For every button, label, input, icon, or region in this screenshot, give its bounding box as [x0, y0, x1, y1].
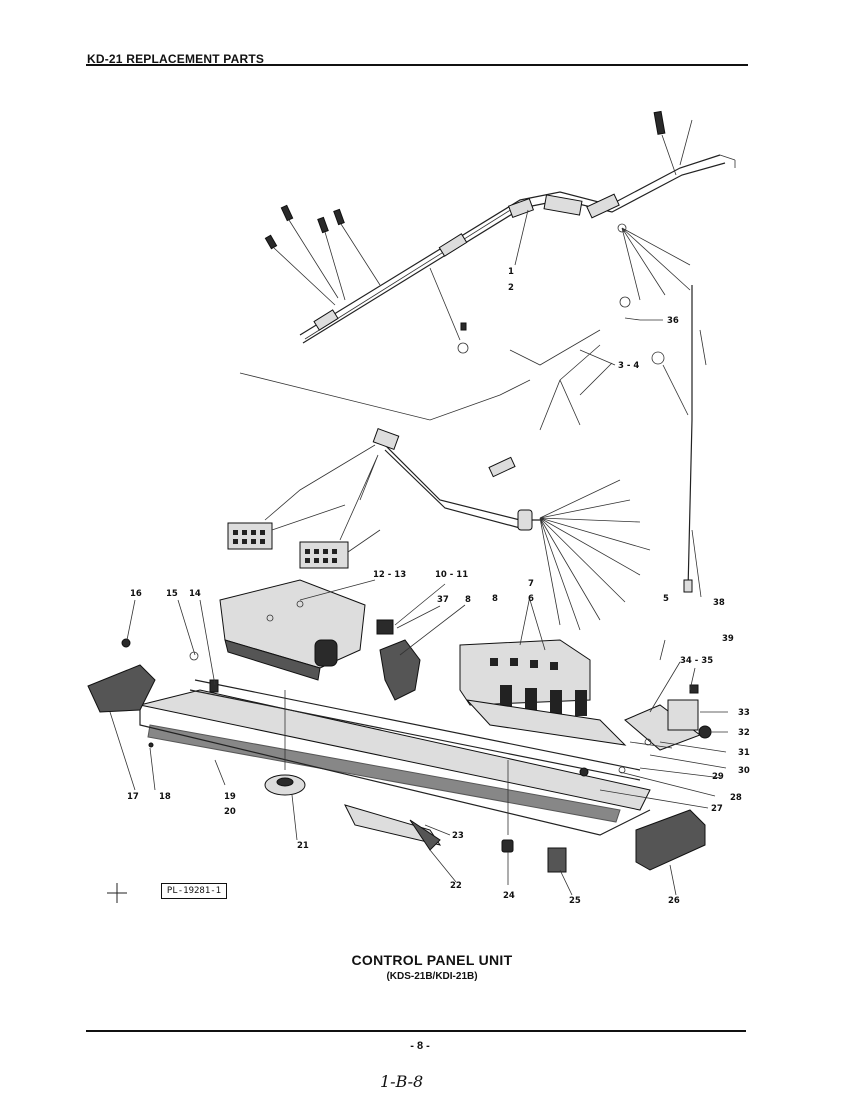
- wire-assembly-38: [662, 285, 707, 593]
- callout-23: 23: [452, 831, 464, 841]
- knob-21: [264, 690, 306, 796]
- switch-bank-6-7: [459, 639, 627, 746]
- callout-20: 20: [224, 807, 236, 817]
- callout-27: 27: [711, 804, 723, 814]
- callout-36: 36: [667, 316, 679, 326]
- callout-33: 33: [738, 708, 750, 718]
- callout-3-4: 3 - 4: [618, 361, 639, 371]
- callout-34-35: 34 - 35: [680, 656, 713, 666]
- callout-28: 28: [730, 793, 742, 803]
- handwritten-number: 1-B-8: [380, 1072, 424, 1091]
- callout-6: 6: [528, 594, 534, 604]
- callout-32: 32: [738, 728, 750, 738]
- callout-22: 22: [450, 881, 462, 891]
- control-panel-frame-19-20: [139, 679, 651, 836]
- page-number: - 8 -: [410, 1040, 430, 1052]
- connector-block-left: [227, 522, 273, 550]
- header-rule: [86, 64, 748, 66]
- callout-12-13: 12 - 13: [373, 570, 406, 580]
- right-bracket-assembly: [579, 684, 712, 777]
- upper-wire-harness: [264, 110, 736, 365]
- callout-24: 24: [503, 891, 515, 901]
- timer-module-12-13: [219, 579, 366, 681]
- diagram-subtitle: (KDS-21B/KDI-21B): [386, 971, 478, 982]
- callout-26: 26: [668, 896, 680, 906]
- callout-39: 39: [722, 634, 734, 644]
- leader-lines: [109, 209, 728, 896]
- callout-16: 16: [130, 589, 142, 599]
- callout-29: 29: [712, 772, 724, 782]
- callout-8-left: 8: [492, 594, 498, 604]
- callout-31: 31: [738, 748, 750, 758]
- callout-9: 8: [465, 595, 471, 605]
- callout-18: 18: [159, 792, 171, 802]
- callout-21: 21: [297, 841, 309, 851]
- left-end-cap-17: [87, 638, 219, 748]
- registration-crosshair: [107, 883, 127, 903]
- lower-wire-harness: [227, 428, 651, 631]
- callout-25: 25: [569, 896, 581, 906]
- connector-block-right: [299, 541, 349, 569]
- callout-30: 30: [738, 766, 750, 776]
- callout-37: 37: [437, 595, 449, 605]
- callout-1: 1: [508, 267, 514, 277]
- header-title: KD-21 REPLACEMENT PARTS: [87, 52, 265, 66]
- callout-labels: 1 2 36 3 - 4 5 7 6 8 8 10 - 11 37 12 - 1…: [127, 267, 750, 906]
- reference-code-box: PL-19281-1: [161, 883, 227, 899]
- callout-15: 15: [166, 589, 178, 599]
- callout-17: 17: [127, 792, 139, 802]
- callout-2: 2: [508, 283, 514, 293]
- callout-38: 38: [713, 598, 725, 608]
- relay-parts: [376, 619, 421, 701]
- diagram-title: CONTROL PANEL UNIT: [351, 952, 513, 968]
- callout-14: 14: [189, 589, 201, 599]
- bottom-parts: [344, 760, 706, 873]
- wire-assembly-3-4: [239, 329, 601, 431]
- callout-5: 5: [663, 594, 669, 604]
- footer-rule: [86, 1030, 746, 1032]
- callout-7: 7: [528, 579, 534, 589]
- callout-19: 19: [224, 792, 236, 802]
- callout-10-11: 10 - 11: [435, 570, 468, 580]
